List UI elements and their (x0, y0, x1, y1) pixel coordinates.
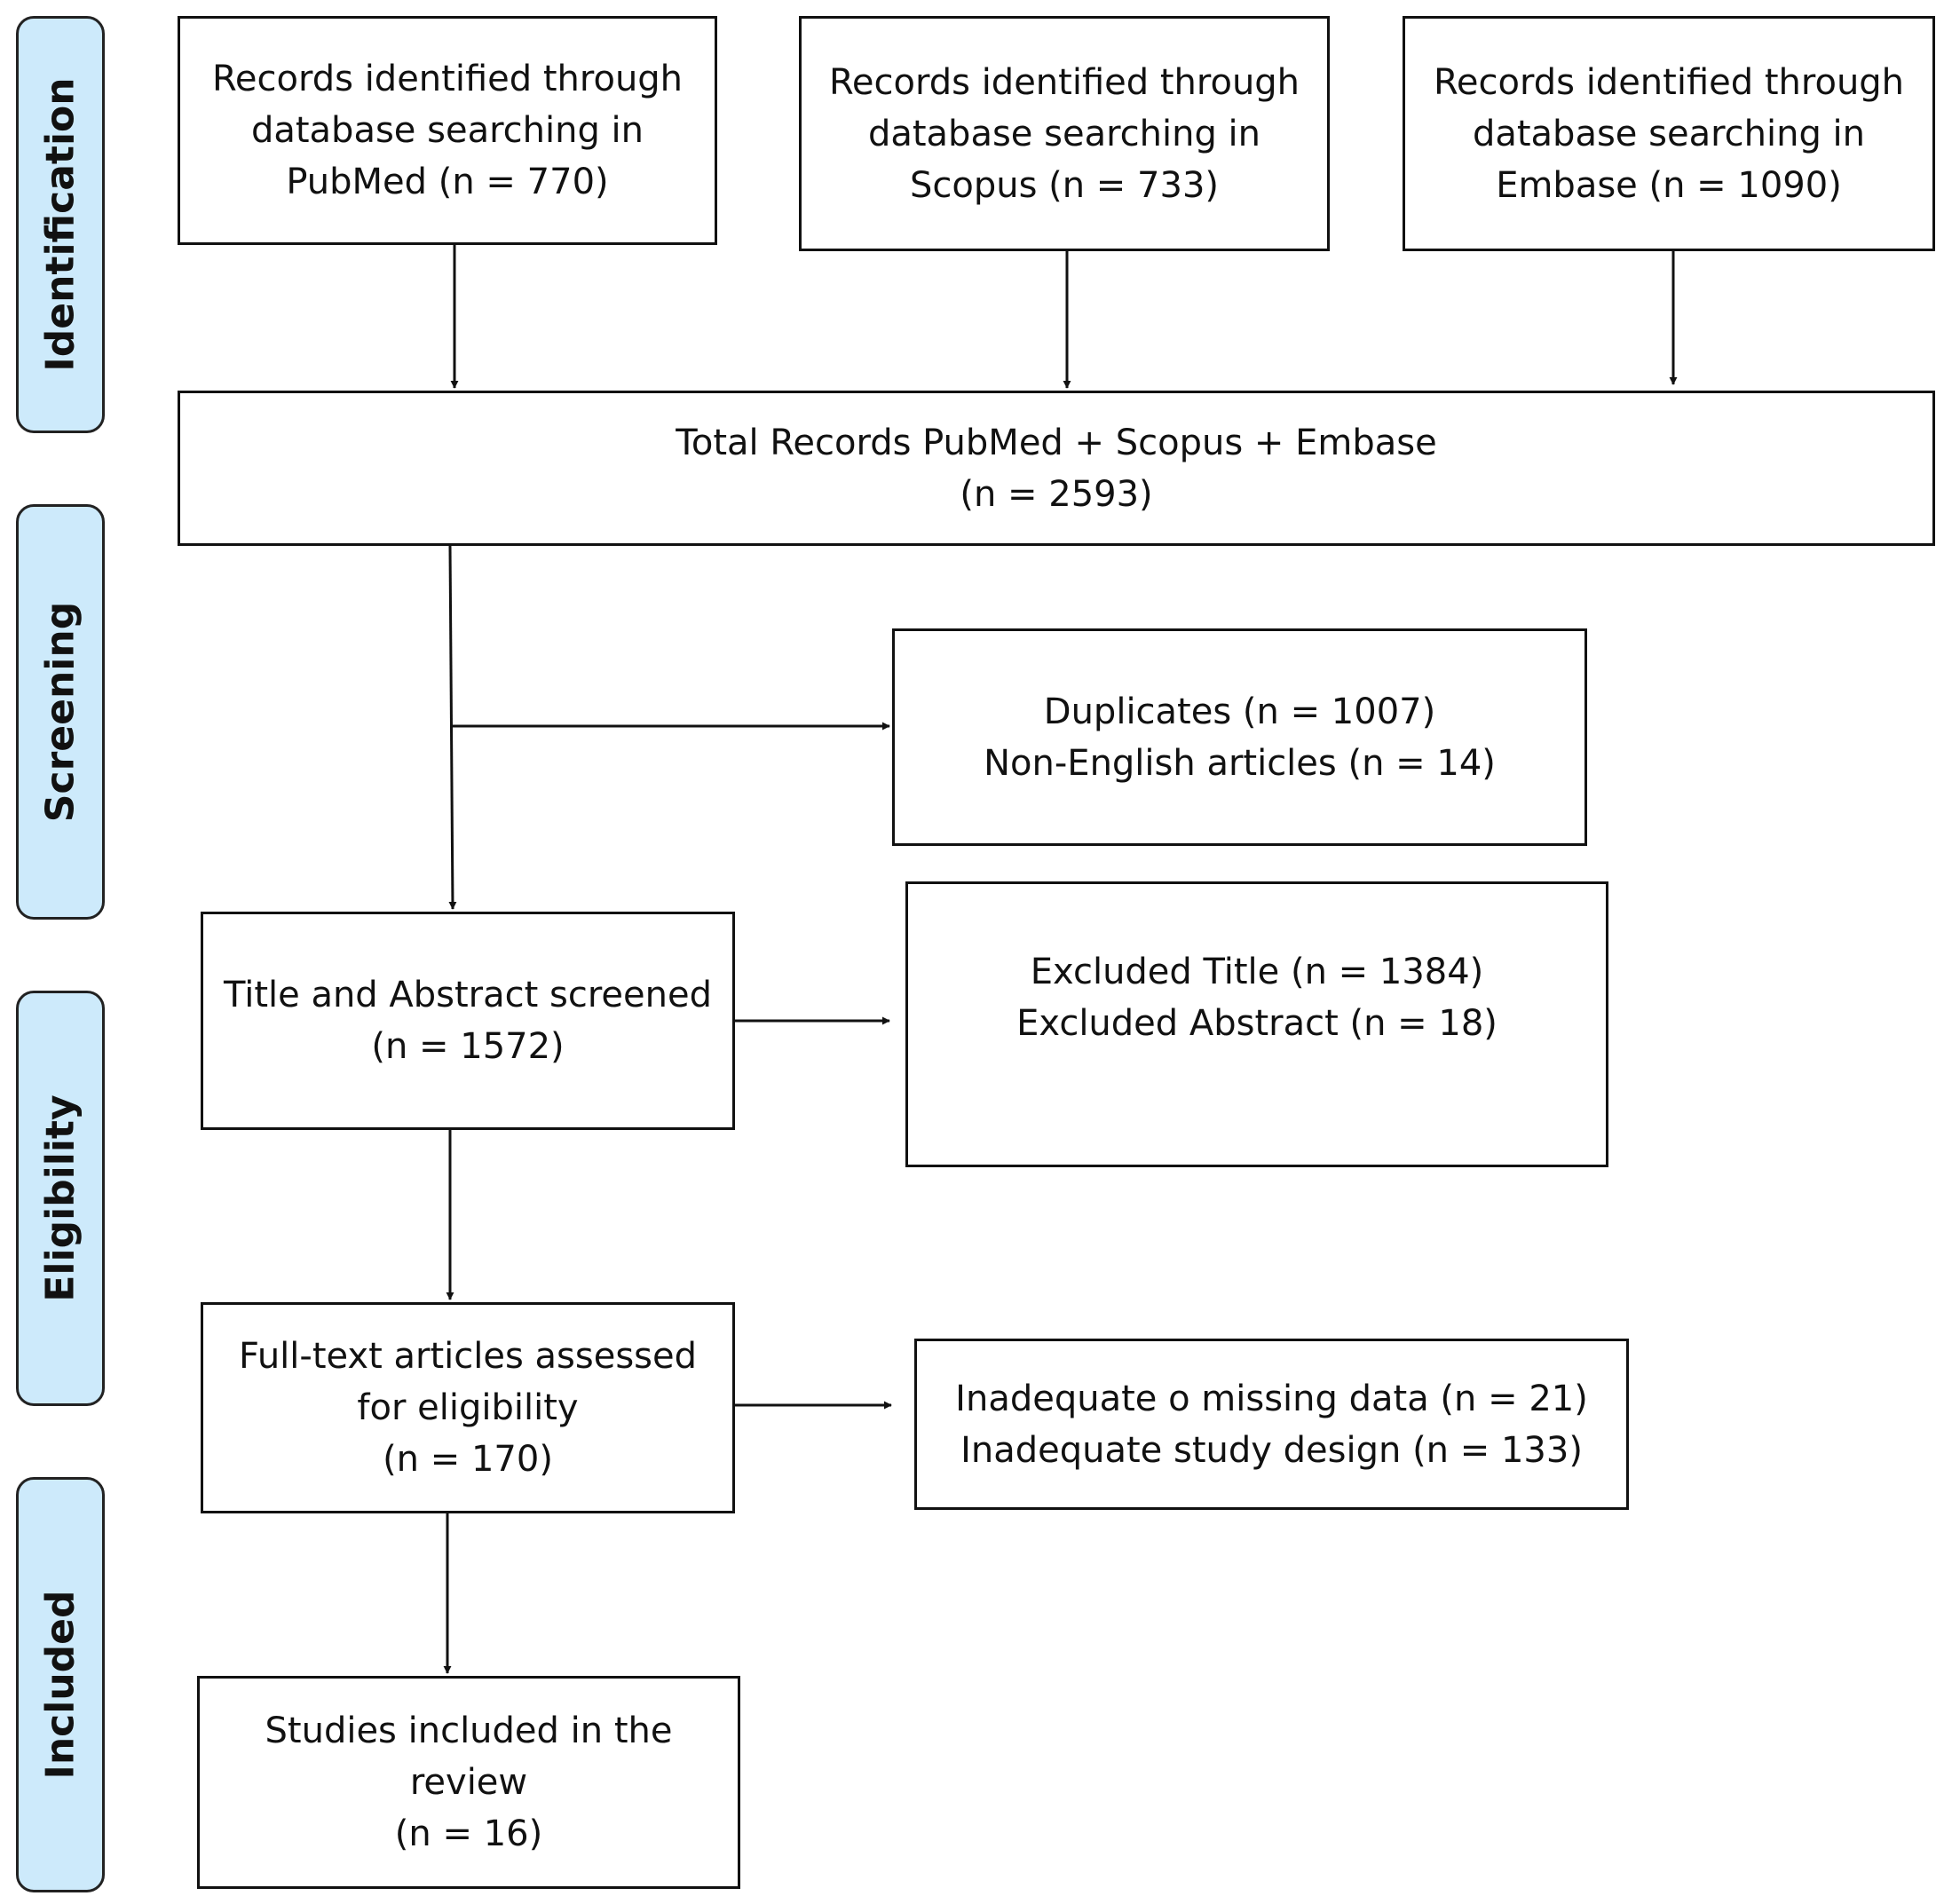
excluded-line-2: Excluded Abstract (n = 18) (1016, 1003, 1498, 1044)
stage-screening: Screening (16, 504, 105, 920)
scopus-line-3: Scopus (n = 733) (909, 164, 1219, 206)
embase-records-box: Records identified through database sear… (1403, 16, 1935, 251)
pubmed-line-2: database searching in (250, 110, 644, 151)
excluded-box: Excluded Title (n = 1384) Excluded Abstr… (905, 881, 1608, 1167)
stage-identification: Identification (16, 16, 105, 433)
screened-line-2: (n = 1572) (371, 1026, 565, 1067)
scopus-records-box: Records identified through database sear… (799, 16, 1330, 251)
inadequate-line-2: Inadequate study design (n = 133) (960, 1429, 1583, 1471)
duplicates-box: Duplicates (n = 1007) Non-English articl… (892, 628, 1587, 846)
excluded-line-1: Excluded Title (n = 1384) (1030, 952, 1484, 992)
embase-line-1: Records identified through (1433, 61, 1905, 103)
inadequate-box: Inadequate o missing data (n = 21) Inade… (914, 1339, 1629, 1510)
duplicates-line-2: Non-English articles (n = 14) (984, 742, 1496, 784)
fulltext-line-2: for eligibility (357, 1387, 579, 1428)
total-records-box: Total Records PubMed + Scopus + Embase (… (178, 391, 1935, 546)
arrow-total-to-screened (448, 545, 457, 910)
fulltext-assessed-box: Full-text articles assessed for eligibil… (201, 1302, 735, 1513)
stage-eligibility: Eligibility (16, 991, 105, 1406)
inadequate-line-1: Inadequate o missing data (n = 21) (955, 1378, 1588, 1419)
stage-included: Included (16, 1477, 105, 1892)
screened-line-1: Title and Abstract screened (224, 975, 712, 1015)
title-abstract-screened-box: Title and Abstract screened (n = 1572) (201, 912, 735, 1130)
pubmed-records-box: Records identified through database sear… (178, 16, 717, 245)
total-line-1: Total Records PubMed + Scopus + Embase (676, 422, 1437, 463)
scopus-line-1: Records identified through (828, 61, 1300, 103)
included-line-3: (n = 16) (394, 1813, 543, 1854)
studies-included-box: Studies included in the review (n = 16) (197, 1676, 740, 1889)
total-line-2: (n = 2593) (960, 473, 1153, 515)
included-line-2: review (409, 1762, 528, 1803)
fulltext-line-3: (n = 170) (383, 1439, 553, 1480)
scopus-line-2: database searching in (867, 113, 1261, 154)
duplicates-line-1: Duplicates (n = 1007) (1043, 691, 1436, 732)
pubmed-line-3: PubMed (n = 770) (286, 162, 609, 202)
fulltext-line-1: Full-text articles assessed (239, 1336, 697, 1377)
embase-line-3: Embase (n = 1090) (1496, 164, 1842, 206)
embase-line-2: database searching in (1472, 113, 1866, 154)
included-line-1: Studies included in the (265, 1710, 673, 1751)
pubmed-line-1: Records identified through (211, 59, 684, 99)
